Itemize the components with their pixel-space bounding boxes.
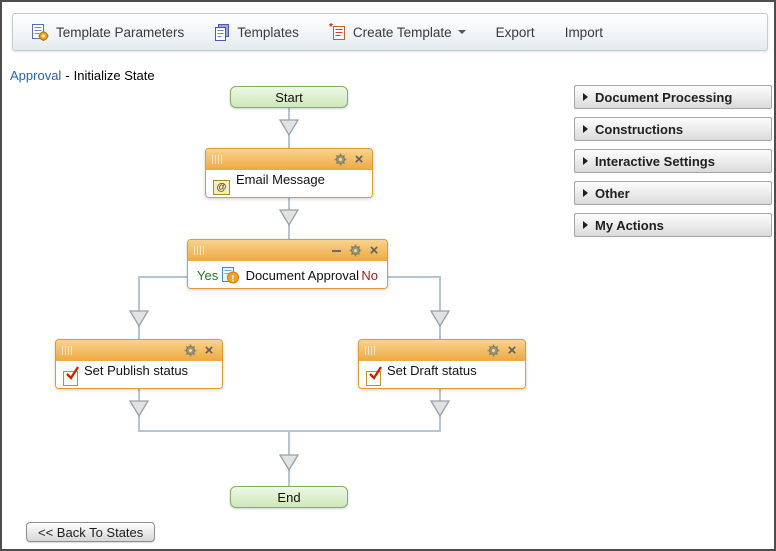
breadcrumb-current-state: Initialize State: [73, 68, 155, 83]
sidebar-panel-label: Constructions: [595, 121, 684, 137]
templates-icon: [214, 23, 230, 41]
arrowhead-icon: [277, 209, 301, 227]
node-set-publish-status[interactable]: × Set Publish status: [55, 339, 223, 389]
connector-line: [439, 276, 441, 339]
sidebar-panel-label: My Actions: [595, 217, 664, 233]
toolbar-button-label: Export: [495, 24, 535, 40]
toolbar-button-import[interactable]: Import: [565, 25, 603, 40]
dropdown-caret-icon: [457, 30, 466, 34]
sidebar-panel-my-actions[interactable]: My Actions: [574, 213, 772, 237]
breadcrumb: Approval-Initialize State: [10, 68, 155, 83]
sidebar-panel-document-processing[interactable]: Document Processing: [574, 85, 772, 109]
breadcrumb-separator: -: [65, 68, 70, 83]
arrowhead-icon: [277, 119, 301, 137]
node-header: ×: [188, 240, 387, 261]
connector-line: [138, 276, 140, 339]
expand-arrow-icon: [583, 221, 588, 229]
gear-icon[interactable]: [183, 344, 197, 358]
connector-line: [138, 276, 188, 278]
toolbar: Template Parameters Templates: [12, 13, 768, 51]
node-set-draft-status[interactable]: × Set Draft status: [358, 339, 526, 389]
svg-text:*: *: [329, 23, 333, 33]
toolbar-button-label: Import: [564, 24, 603, 40]
node-header: ×: [359, 340, 525, 361]
node-email-message[interactable]: × @ Email Message: [205, 148, 373, 198]
gear-icon[interactable]: [333, 153, 347, 167]
node-header: ×: [206, 149, 372, 170]
sidebar-panel-other[interactable]: Other: [574, 181, 772, 205]
drag-handle-icon[interactable]: [365, 346, 375, 355]
minimize-icon[interactable]: [329, 244, 343, 258]
toolbar-button-label: Templates: [237, 24, 299, 40]
node-end-label: End: [277, 489, 301, 505]
toolbar-button-export[interactable]: Export: [496, 25, 535, 40]
close-icon[interactable]: ×: [354, 151, 364, 168]
node-header: ×: [56, 340, 222, 361]
arrowhead-icon: [277, 454, 301, 472]
arrowhead-icon: [428, 400, 452, 418]
connector-line: [388, 276, 440, 278]
node-label: Document Approval: [245, 268, 360, 283]
gear-icon[interactable]: [348, 244, 362, 258]
breadcrumb-approval-link[interactable]: Approval: [10, 68, 62, 83]
node-body: @ Email Message: [206, 170, 372, 197]
checkbox-check-icon: [366, 366, 383, 386]
node-start[interactable]: Start: [230, 86, 348, 108]
close-icon[interactable]: ×: [507, 342, 517, 359]
node-body: Set Draft status: [359, 361, 525, 388]
sidebar-panel-constructions[interactable]: Constructions: [574, 117, 772, 141]
branch-no-label: No: [361, 268, 378, 283]
close-icon[interactable]: ×: [369, 242, 379, 259]
toolbar-button-label: Create Template: [352, 24, 452, 40]
sidebar-panel-label: Interactive Settings: [595, 153, 715, 169]
back-to-states-button[interactable]: << Back To States: [26, 522, 156, 542]
checkbox-check-icon: [63, 366, 80, 386]
node-label: Email Message: [236, 172, 325, 187]
expand-arrow-icon: [583, 125, 588, 133]
create-template-icon: *: [329, 23, 346, 41]
gear-icon[interactable]: [486, 344, 500, 358]
node-label: Set Publish status: [84, 363, 189, 378]
sidebar-panel-interactive-settings[interactable]: Interactive Settings: [574, 149, 772, 173]
node-document-approval[interactable]: × Yes ! Document Approval No: [187, 239, 388, 289]
toolbar-button-templates[interactable]: Templates: [214, 23, 299, 41]
arrowhead-icon: [428, 310, 452, 328]
node-body: Set Publish status: [56, 361, 222, 388]
node-end[interactable]: End: [230, 486, 348, 508]
document-alert-icon: !: [221, 267, 240, 284]
toolbar-button-create-template[interactable]: * Create Template: [329, 23, 466, 41]
branch-yes-label: Yes: [197, 268, 219, 283]
toolbar-button-label: Template Parameters: [56, 24, 185, 40]
expand-arrow-icon: [583, 157, 588, 165]
sidebar-panel-label: Other: [595, 185, 630, 201]
sidebar-panel-label: Document Processing: [595, 89, 733, 105]
toolbar-button-template-parameters[interactable]: Template Parameters: [31, 23, 185, 41]
arrowhead-icon: [127, 400, 151, 418]
node-start-label: Start: [275, 89, 303, 105]
close-icon[interactable]: ×: [204, 342, 214, 359]
expand-arrow-icon: [583, 189, 588, 197]
drag-handle-icon[interactable]: [62, 346, 72, 355]
back-button-label: << Back To States: [38, 524, 144, 540]
arrowhead-icon: [127, 310, 151, 328]
svg-text:!: !: [231, 273, 234, 283]
node-label: Set Draft status: [387, 363, 477, 378]
expand-arrow-icon: [583, 93, 588, 101]
email-at-icon: @: [213, 179, 230, 195]
template-parameters-icon: [31, 23, 49, 41]
node-body: Yes ! Document Approval No: [188, 261, 387, 288]
drag-handle-icon[interactable]: [212, 155, 222, 164]
drag-handle-icon[interactable]: [194, 246, 204, 255]
